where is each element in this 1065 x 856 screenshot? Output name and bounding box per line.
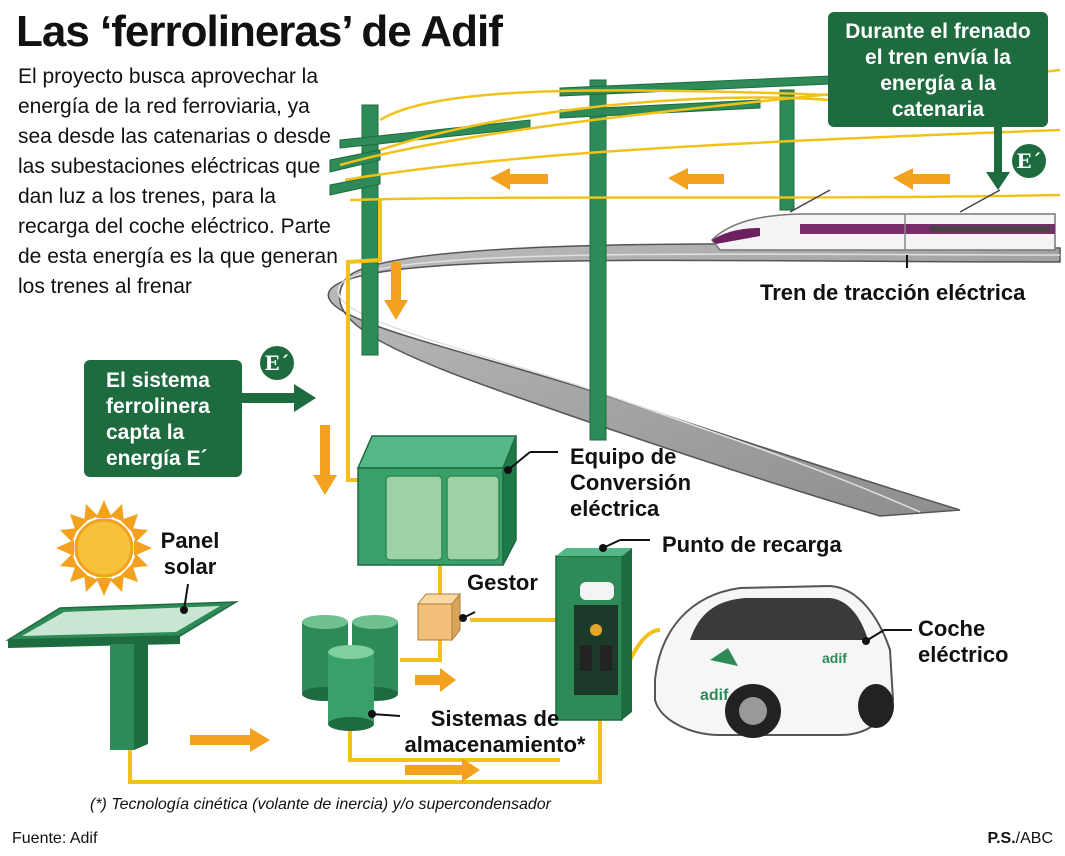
energy-flow-arrows-ground — [190, 262, 480, 782]
car-brand-text: adif — [700, 687, 729, 704]
label-solar-panel: Panel solar — [160, 528, 220, 579]
storage-cylinders — [302, 615, 401, 731]
label-car: Coche eléctrico — [918, 616, 1009, 667]
electric-car: adif adif — [654, 584, 912, 738]
credit: P.S./ABC — [987, 830, 1053, 848]
energy-symbol-left: E´ — [260, 346, 294, 380]
manager-box — [416, 592, 476, 642]
train-brand-text: renfe — [822, 223, 849, 235]
sun-icon — [56, 500, 152, 596]
label-manager: Gestor — [467, 570, 538, 595]
source-text: Fuente: Adif — [12, 830, 98, 847]
label-train: Tren de tracción eléctrica — [760, 280, 1026, 305]
intro-text: El proyecto busca aprovechar la energía … — [18, 65, 338, 298]
converter-cabinet — [356, 435, 558, 566]
label-converter: Equipo de Conversión eléctrica — [570, 444, 692, 521]
callout-capture: El sistema ferrolinera capta la energía … — [84, 360, 242, 477]
car-brand-text-side: adif — [822, 650, 847, 666]
charging-point-station — [555, 539, 650, 721]
capture-arrow — [240, 384, 316, 412]
footnote: (*) Tecnología cinética (volante de iner… — [90, 796, 552, 813]
label-charging-point: Punto de recarga — [662, 532, 842, 557]
credit-outlet: /ABC — [1015, 830, 1053, 847]
solar-panel — [5, 583, 239, 750]
energy-flow-arrows-line — [490, 168, 950, 190]
page-title: Las ‘ferrolineras’ de Adif — [16, 7, 503, 56]
credit-initials: P.S. — [987, 830, 1016, 847]
power-cables — [128, 200, 661, 784]
train: renfe — [710, 189, 1056, 251]
braking-energy-arrow — [986, 127, 1010, 190]
catenary-wires — [339, 68, 1061, 202]
energy-symbol-top: E´ — [1012, 144, 1046, 178]
label-storage: Sistemas de almacenamiento* — [404, 706, 586, 757]
callout-braking: Durante el frenado el tren envía la ener… — [828, 12, 1048, 127]
